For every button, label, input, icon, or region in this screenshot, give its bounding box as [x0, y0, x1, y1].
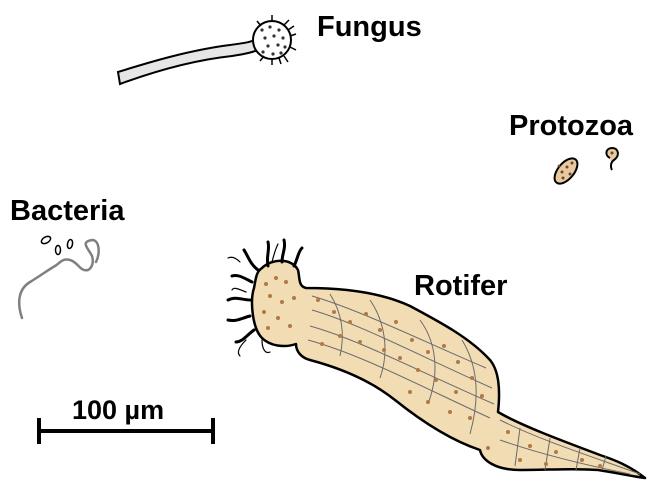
bacteria-drawing: [19, 235, 98, 318]
rotifer-label: Rotifer: [414, 272, 507, 301]
bacterium-rod-3: [67, 239, 73, 249]
bacterium-rod-2: [56, 246, 61, 255]
protozoa-label: Protozoa: [509, 112, 633, 141]
protozoan-oval: [550, 154, 582, 187]
fungus-hypha: [118, 38, 262, 84]
bacteria-label: Bacteria: [10, 197, 124, 226]
bacterium-rod-1: [40, 235, 52, 245]
protozoan-flagellate: [606, 148, 618, 170]
protozoa-drawing: [550, 148, 618, 188]
fungus-label: Fungus: [317, 13, 422, 42]
fungus-drawing: [118, 15, 296, 84]
scale-bar-label: 100 µm: [72, 397, 164, 424]
